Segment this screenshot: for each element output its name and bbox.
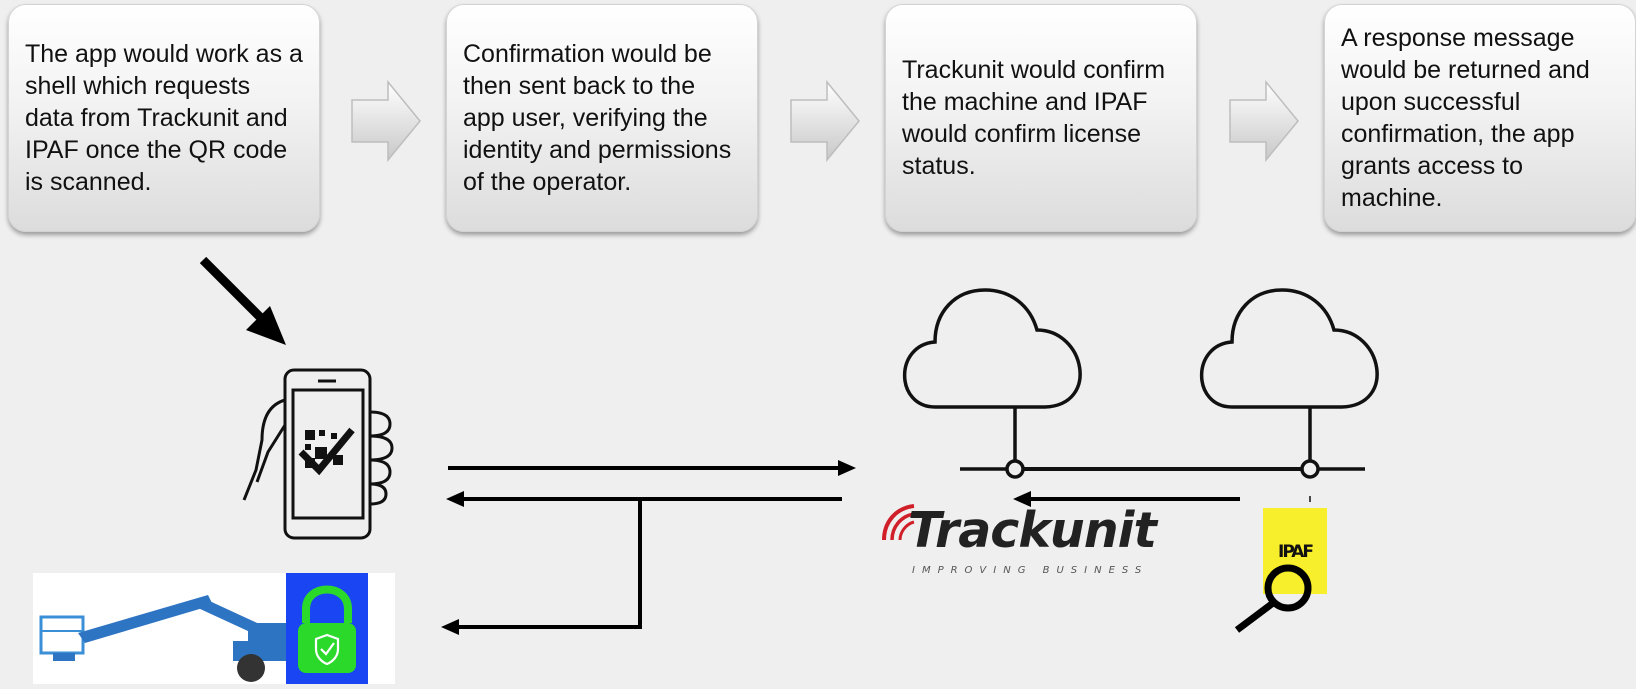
ipaf-cloud-icon	[1199, 288, 1379, 479]
confirmation-arrow	[446, 491, 842, 507]
ipaf-to-trackunit-arrow	[1013, 491, 1240, 507]
ipaf-logo: IPAF	[1263, 508, 1327, 594]
request-arrow	[448, 460, 856, 476]
lock-panel	[286, 573, 368, 684]
phone-qr-icon	[242, 368, 394, 540]
ipaf-wordmark: IPAF	[1278, 542, 1314, 562]
step-text-2: Confirmation would be then sent back to …	[463, 40, 732, 196]
step-box-2: Confirmation would be then sent back to …	[446, 4, 758, 232]
chevron-arrow-1	[351, 80, 421, 162]
unlock-arrow	[441, 499, 642, 635]
trackunit-wordmark: Trackunit	[908, 502, 1157, 559]
trackunit-logo: Trackunit IMPROVING BUSINESS	[878, 500, 1158, 580]
diagonal-arrow	[199, 256, 286, 345]
step-box-3: Trackunit would confirm the machine and …	[885, 4, 1197, 232]
step-text-3: Trackunit would confirm the machine and …	[902, 56, 1166, 180]
step-box-1: The app would work as a shell which requ…	[8, 4, 320, 232]
lock-icon	[298, 585, 356, 673]
trackunit-tagline: IMPROVING BUSINESS	[912, 565, 1149, 576]
step-box-4: A response message would be returned and…	[1324, 4, 1636, 232]
trackunit-swoosh-icon	[882, 504, 915, 541]
chevron-arrow-3	[1229, 80, 1299, 162]
trackunit-cloud-icon	[902, 288, 1082, 479]
chevron-arrow-2	[790, 80, 860, 162]
step-text-1: The app would work as a shell which requ…	[25, 40, 303, 196]
step-text-4: A response message would be returned and…	[1341, 24, 1590, 212]
